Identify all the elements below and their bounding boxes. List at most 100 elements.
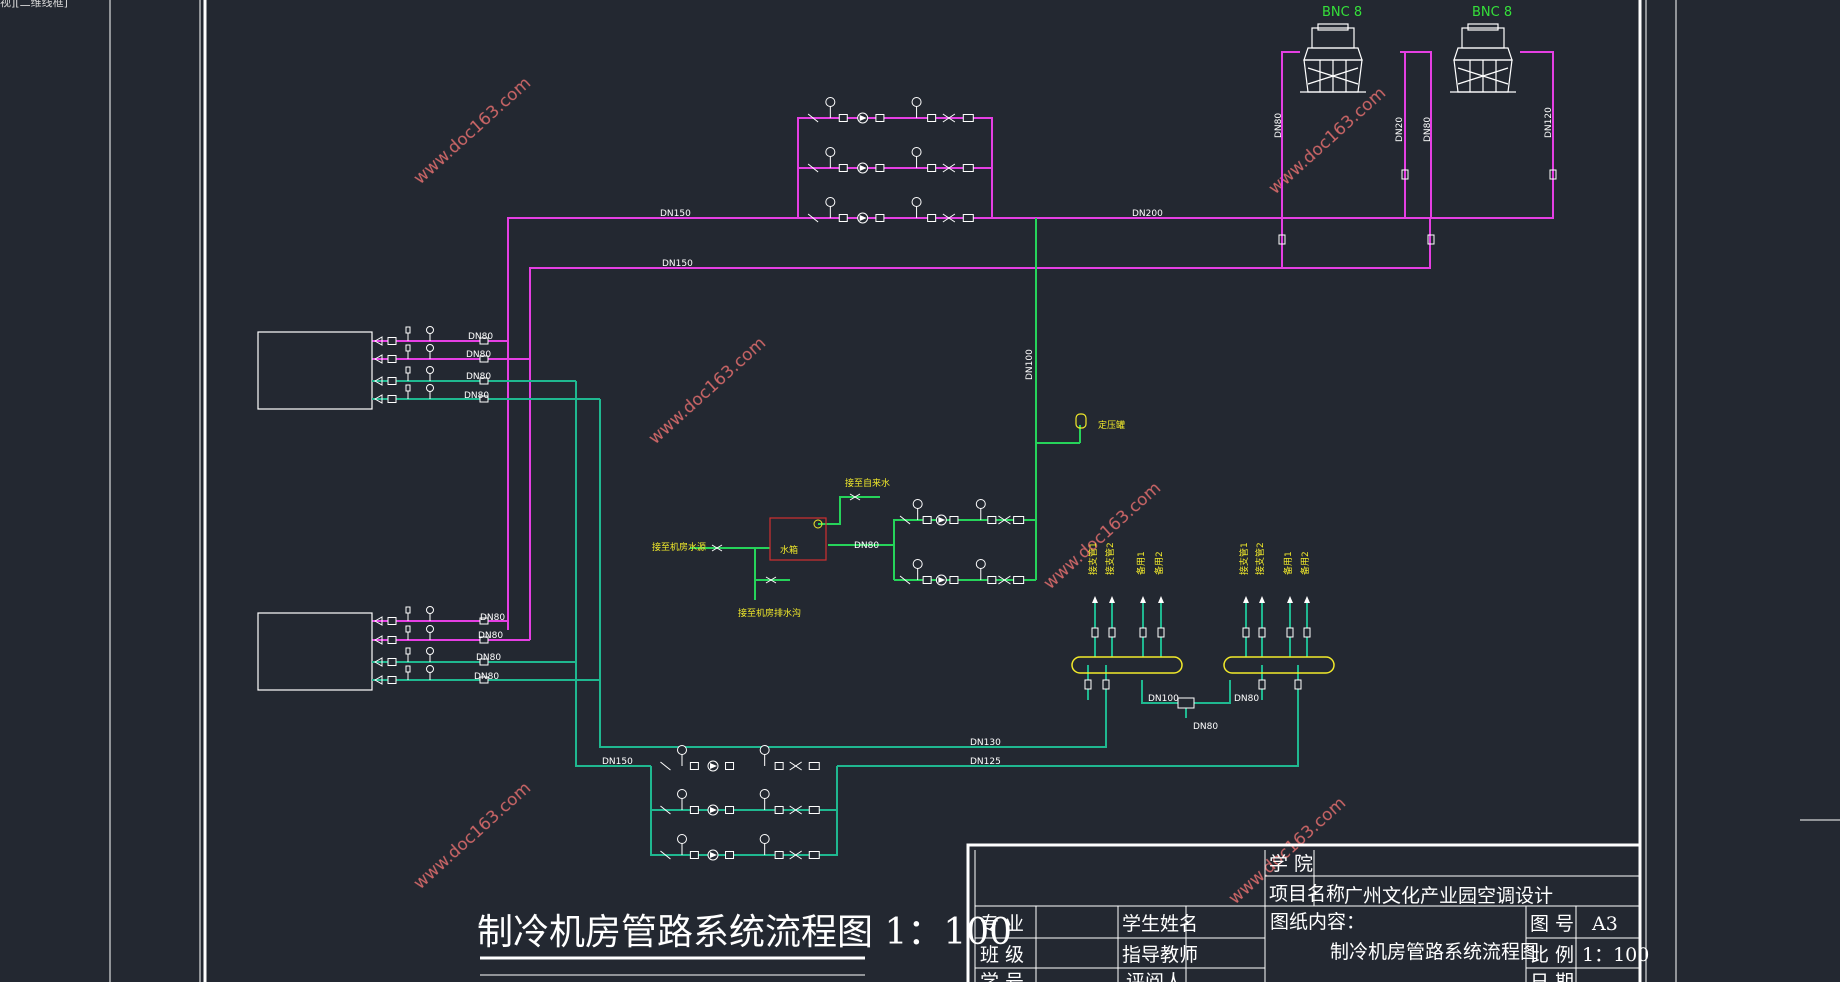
- chilled-water-piping: [372, 380, 1308, 856]
- pressure-gauge-icon: [759, 789, 770, 799]
- gate-valve-icon: [927, 114, 937, 122]
- tower-branch-valves: [1278, 169, 1557, 245]
- strainer-icon: [998, 575, 1011, 585]
- chiller-1[interactable]: [257, 331, 373, 410]
- valve-icon: [387, 337, 397, 345]
- branch-valve-icon: [1258, 627, 1266, 638]
- label-dn150-a: DN150: [660, 209, 691, 219]
- valve-icon: [479, 658, 489, 666]
- valve-icon: [387, 395, 397, 403]
- label-bottom-dn125: DN125: [970, 757, 1001, 767]
- drawing-title: 制冷机房管路系统流程图 1：100: [477, 912, 1012, 953]
- label-hdr2-a: 接支管1: [1238, 542, 1250, 575]
- cooling-water-piping: [372, 51, 1554, 641]
- header-valve-icon: [1102, 679, 1110, 690]
- gate-valve-icon: [774, 762, 784, 770]
- pressure-gauge-icon: [975, 499, 986, 509]
- water-tank-label: 水箱: [780, 544, 798, 556]
- header-valve-icon: [1258, 679, 1266, 690]
- bypass-valve-icon: [1177, 697, 1195, 709]
- valve-icon: [479, 617, 489, 625]
- pressure-gauge-icon: [912, 559, 923, 569]
- label-chiller1-1: DN80: [468, 332, 493, 342]
- label-tower-dn20: DN20: [1395, 117, 1405, 142]
- valve-icon: [479, 355, 489, 363]
- strainer-icon: [789, 850, 802, 860]
- tb-major-label: 专 业: [980, 913, 1024, 935]
- pump-arrow-icon: [710, 807, 717, 813]
- branch-arrow-icon: [1140, 596, 1146, 603]
- strainer-icon: [942, 163, 956, 173]
- chiller-2[interactable]: [257, 612, 373, 691]
- pressure-gauge-icon: [426, 647, 434, 655]
- flexible-joint-icon: [725, 851, 735, 859]
- gate-valve-icon: [927, 164, 937, 172]
- pressure-gauge-icon: [426, 606, 434, 614]
- flow-arrow-icon: [373, 394, 383, 404]
- valve-icon: [479, 636, 489, 644]
- label-tower-dn80-a: DN80: [1274, 113, 1284, 138]
- branch-arrow-icon: [1243, 596, 1249, 603]
- label-to-municipal-water: 接至自来水: [845, 477, 890, 489]
- label-chiller1-3: DN80: [466, 372, 491, 382]
- pressure-gauge-icon: [825, 197, 836, 207]
- flexible-joint-icon: [922, 576, 932, 584]
- drain-valve-icon: [765, 576, 777, 584]
- thermometer-icon: [405, 665, 411, 673]
- gate-valve-icon: [987, 576, 997, 584]
- pressure-gauge-icon: [912, 499, 923, 509]
- valve-icon: [387, 658, 397, 666]
- supply-header[interactable]: [1071, 656, 1183, 674]
- watermark-2: www.doc163.com: [645, 333, 770, 448]
- viewport-tab[interactable]: 视][二维线框]: [0, 0, 68, 9]
- label-hdr1-c: 备用1: [1135, 551, 1147, 575]
- cooling-tower-1-label: BNC 8: [1322, 5, 1362, 20]
- tb-scale-label: 比 例: [1530, 944, 1574, 966]
- tb-studentno-label: 学 号: [980, 971, 1024, 982]
- label-tank-dn80: DN80: [854, 541, 879, 551]
- strainer-icon: [942, 213, 956, 223]
- label-to-drain: 接至机房排水沟: [738, 607, 801, 619]
- cooling-tower-2[interactable]: [1450, 23, 1516, 93]
- viewport-frame: [109, 0, 1840, 982]
- label-tower-dn120: DN120: [1544, 107, 1554, 138]
- butterfly-valve-icon: [1013, 576, 1025, 584]
- flexible-joint-icon: [725, 806, 735, 814]
- pressure-gauge-icon: [975, 559, 986, 569]
- flexible-joint-icon: [689, 806, 699, 814]
- watermark-4: www.doc163.com: [1265, 83, 1390, 198]
- overflow-valve-icon: [849, 493, 861, 501]
- butterfly-valve-icon: [808, 806, 820, 814]
- tb-drawing-no-value: A3: [1591, 913, 1618, 935]
- pressure-gauge-icon: [426, 326, 434, 334]
- flexible-joint-icon: [838, 114, 848, 122]
- annotations: 定压罐 接至自来水 接至机房水源 接至机房排水沟 接支管1 接支管2 备用1 备…: [652, 419, 1311, 619]
- flexible-joint-icon: [689, 762, 699, 770]
- return-header[interactable]: [1223, 656, 1335, 674]
- pump-arrow-icon: [859, 215, 867, 221]
- flow-arrow-icon: [373, 376, 383, 386]
- flexible-joint-icon: [725, 762, 735, 770]
- flexible-joint-icon: [922, 516, 932, 524]
- check-valve-icon: [899, 575, 911, 585]
- cooling-tower-1[interactable]: [1300, 23, 1366, 93]
- label-hdr2-b: 接支管2: [1254, 542, 1266, 575]
- expansion-tank[interactable]: [1075, 413, 1087, 429]
- butterfly-valve-icon: [962, 114, 974, 122]
- check-valve-icon: [807, 163, 819, 173]
- check-valve-icon: [660, 761, 671, 771]
- branch-valve-icon: [1108, 627, 1116, 638]
- water-tank[interactable]: [769, 517, 827, 561]
- watermarks: www.doc163.com www.doc163.com www.doc163…: [410, 73, 1390, 908]
- check-valve-icon: [807, 113, 819, 123]
- label-hdr1-b: 接支管2: [1104, 542, 1116, 575]
- valve-icon: [387, 377, 397, 385]
- watermark-5: www.doc163.com: [410, 778, 535, 893]
- tb-student-label: 学生姓名: [1122, 913, 1198, 935]
- title-block: [966, 843, 1642, 982]
- valve-icon: [479, 676, 489, 684]
- pressure-gauge-icon: [677, 789, 687, 799]
- flow-arrow-icon: [373, 336, 383, 346]
- header-valve-icon: [1294, 679, 1302, 690]
